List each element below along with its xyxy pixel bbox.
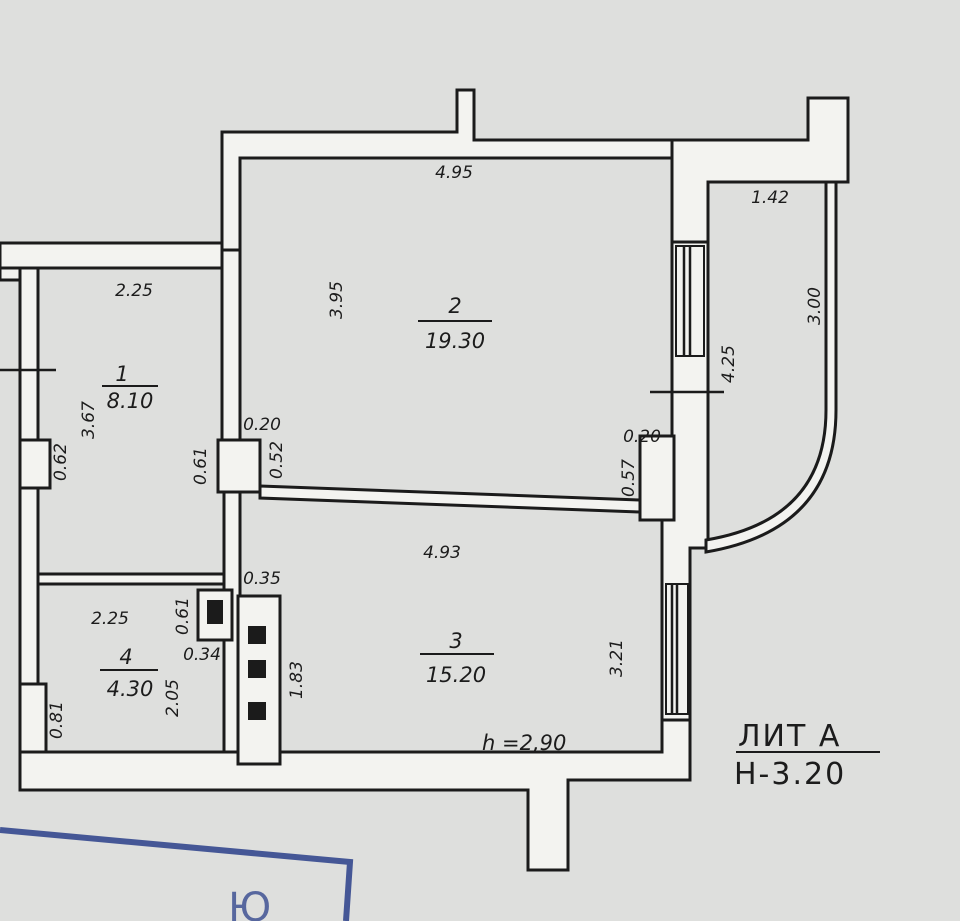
stamp-text: Ю bbox=[228, 885, 271, 921]
dim-wall-052: 0.52 bbox=[267, 441, 287, 479]
left-door-block bbox=[18, 438, 52, 490]
dim-wall-020-b: 0.20 bbox=[623, 427, 661, 447]
room-1: 1 8.10 bbox=[102, 362, 158, 413]
vent-block bbox=[236, 594, 282, 766]
room-3: 3 15.20 bbox=[420, 629, 494, 687]
dim-r4-height: 2.05 bbox=[163, 679, 183, 717]
room-2-area: 19.30 bbox=[425, 329, 485, 353]
room-4-number: 4 bbox=[119, 645, 132, 669]
duct-icon-1 bbox=[248, 626, 266, 644]
dim-wall-057: 0.57 bbox=[619, 459, 639, 497]
right-column-block bbox=[638, 434, 676, 522]
room-4-area: 4.30 bbox=[107, 677, 154, 701]
vent-icon bbox=[207, 600, 223, 624]
dim-r1-width: 2.25 bbox=[115, 281, 153, 301]
dim-r1-height: 3.67 bbox=[79, 401, 99, 439]
dim-r3-height: 3.21 bbox=[607, 639, 627, 677]
dim-balcony-side: 4.25 bbox=[719, 345, 739, 383]
stamp-border bbox=[0, 827, 354, 921]
room-1-area: 8.10 bbox=[107, 389, 154, 413]
dim-r2-width: 4.95 bbox=[435, 163, 473, 183]
room-1-number: 1 bbox=[115, 362, 128, 386]
room-3-area: 15.20 bbox=[426, 663, 486, 687]
building-height: Н-3.20 bbox=[734, 757, 846, 792]
column-block bbox=[216, 438, 262, 494]
dim-r4-width: 2.25 bbox=[91, 609, 129, 629]
dim-r4-061: 0.61 bbox=[173, 597, 193, 635]
dim-shaft-035: 0.35 bbox=[243, 569, 281, 589]
room-2: 2 19.30 bbox=[418, 294, 492, 353]
room-4: 4 4.30 bbox=[100, 645, 158, 701]
dim-r1-door: 0.61 bbox=[191, 447, 211, 485]
dim-r4-081: 0.81 bbox=[47, 701, 67, 739]
windows bbox=[0, 245, 724, 715]
dim-r3-width: 4.93 bbox=[423, 543, 461, 563]
dim-balcony-length: 3.00 bbox=[805, 287, 825, 325]
balcony-curve bbox=[704, 180, 838, 554]
dim-balcony-width: 1.42 bbox=[751, 188, 789, 208]
dim-wall-020-a: 0.20 bbox=[243, 415, 281, 435]
dim-r2-height: 3.95 bbox=[327, 281, 347, 319]
blue-stamp: Ю bbox=[0, 827, 354, 921]
interior-walls bbox=[18, 248, 676, 766]
building-label: ЛИТ А Н-3.20 bbox=[734, 719, 880, 792]
duct-icon-2 bbox=[248, 660, 266, 678]
dim-r4-034: 0.34 bbox=[183, 645, 221, 665]
lit-label: ЛИТ А bbox=[738, 719, 841, 754]
duct-icon-3 bbox=[248, 702, 266, 720]
room-3-number: 3 bbox=[449, 629, 462, 653]
dim-left-door: 0.62 bbox=[51, 443, 71, 481]
dimensions: 4.95 3.95 2.25 3.67 0.62 0.61 0.20 0.52 … bbox=[47, 163, 825, 739]
room-2-number: 2 bbox=[448, 294, 461, 318]
left-lower-block bbox=[18, 682, 48, 754]
dim-shaft-183: 1.83 bbox=[287, 661, 307, 699]
ceiling-height: h =2,90 bbox=[482, 731, 566, 755]
